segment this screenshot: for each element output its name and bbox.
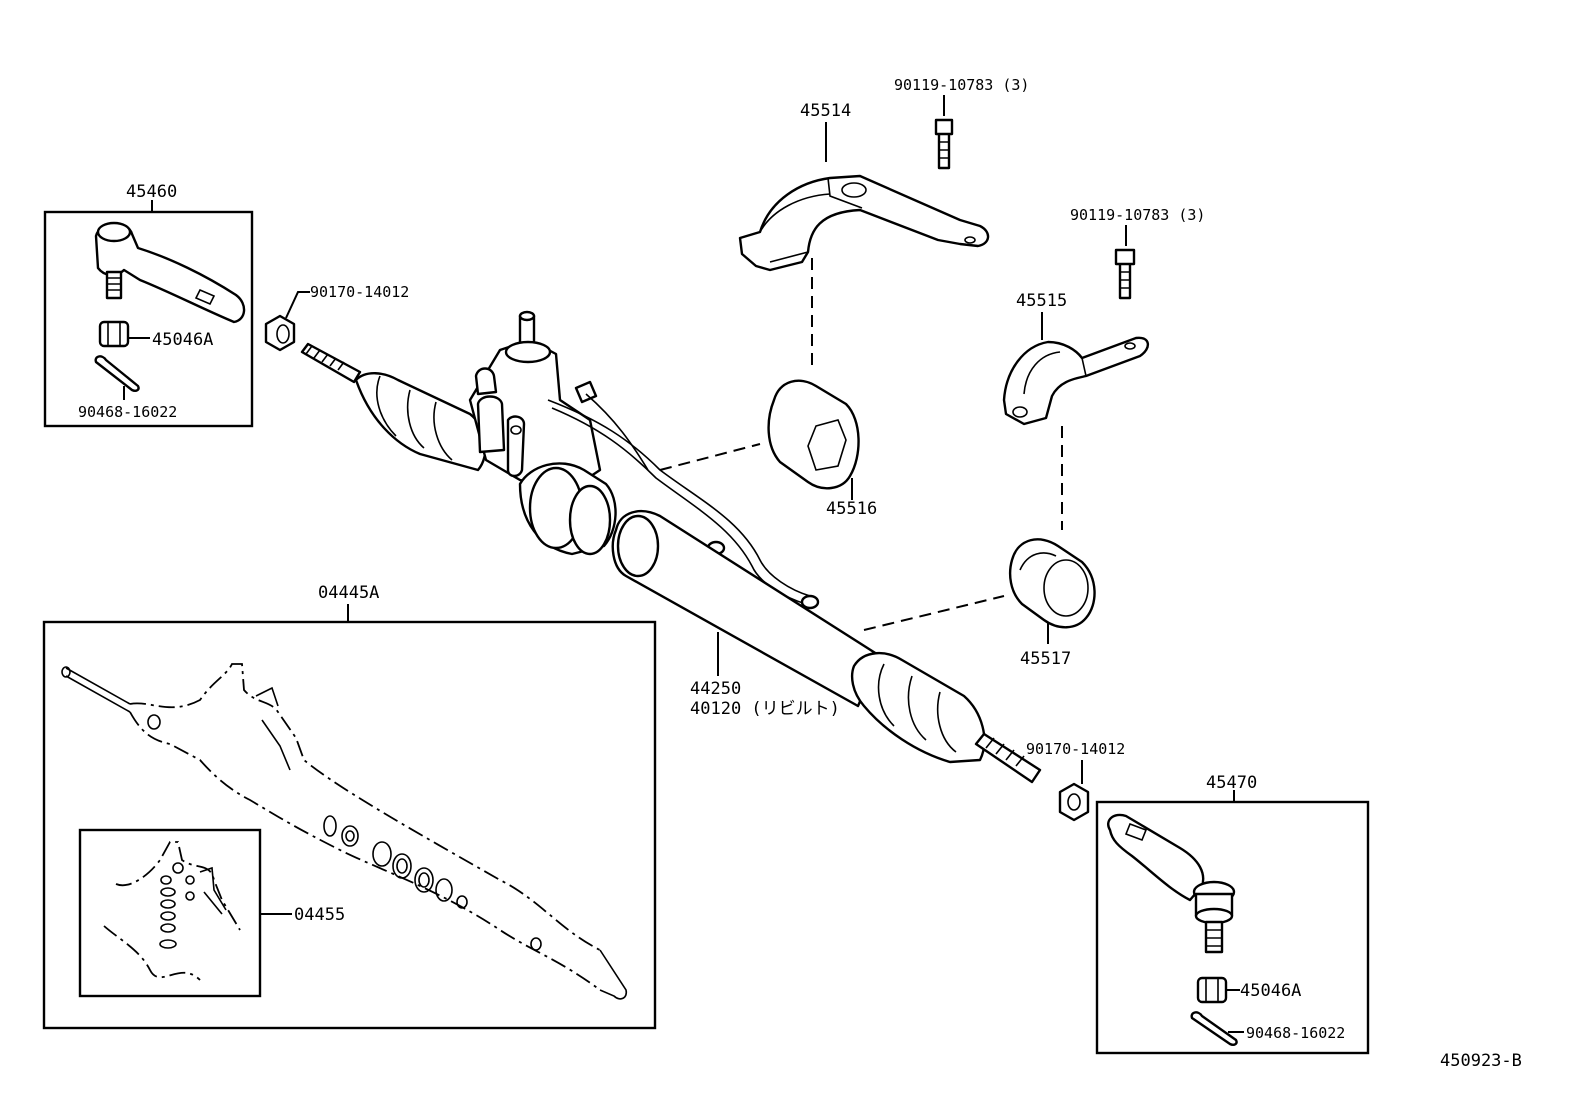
- label-90170-right: 90170-14012: [1026, 740, 1125, 758]
- label-90170-left: 90170-14012: [310, 283, 409, 301]
- label-45517: 45517: [1020, 649, 1071, 669]
- bracket-upper: [738, 174, 990, 272]
- bolt-right: [1114, 248, 1136, 300]
- nut-left-group: 90170-14012: [264, 283, 409, 352]
- steering-gear-assembly: 44250 40120 (リビルト): [300, 310, 1042, 784]
- boot-left: [354, 372, 487, 472]
- label-90119-right: 90119-10783 (3): [1070, 206, 1205, 224]
- cotter-pin-left: [94, 355, 140, 392]
- cotter-pin-right: [1190, 1011, 1238, 1046]
- bracket-right-group: 90119-10783 (3) 45515: [1002, 206, 1205, 530]
- label-90468-left: 90468-16022: [78, 403, 177, 421]
- label-90119-upper: 90119-10783 (3): [894, 76, 1029, 94]
- label-45516: 45516: [826, 499, 877, 519]
- label-45515: 45515: [1016, 291, 1067, 311]
- label-45046A-left: 45046A: [152, 330, 213, 350]
- label-45046A-right: 45046A: [1240, 981, 1301, 1001]
- bracket-upper-group: 45514 90119-10783 (3): [738, 76, 1029, 366]
- bolt-upper: [934, 118, 954, 170]
- diagram-ref-code: 450923-B: [1440, 1051, 1522, 1071]
- label-04445A: 04445A: [318, 583, 379, 603]
- label-45460: 45460: [126, 182, 177, 202]
- label-44250: 44250: [690, 679, 741, 699]
- lock-nut-left: [98, 320, 130, 348]
- nut-right-group: 90170-14012: [1026, 740, 1125, 822]
- label-40120: 40120 (リビルト): [690, 699, 840, 719]
- label-04455: 04455: [294, 905, 345, 925]
- tie-rod-end-right-group: 45470 45046A 90468-16022: [1095, 773, 1370, 1055]
- gasket-kit-inner-box: [78, 828, 262, 998]
- gasket-kit-group: 04445A 04455: [42, 583, 657, 1030]
- tie-rod-end-right: [1107, 813, 1205, 902]
- tie-rod-end-left-box: [43, 210, 254, 428]
- tie-rod-end-left-group: 45460 45046A 90468-16022: [43, 182, 254, 428]
- grommet-45517: [1008, 538, 1096, 629]
- gasket-kit-box: [42, 620, 657, 1030]
- lock-nut-right: [1196, 976, 1228, 1004]
- tie-rod-end-left: [94, 222, 246, 324]
- boot-right: [850, 652, 986, 764]
- label-45514: 45514: [800, 101, 851, 121]
- tie-rod-end-right-box: [1095, 800, 1370, 1055]
- grommet-45516: [767, 379, 860, 490]
- label-90468-right: 90468-16022: [1246, 1024, 1345, 1042]
- nut-left: [264, 314, 296, 352]
- grommet-45517-group: 45517: [863, 538, 1096, 669]
- bracket-right: [1002, 336, 1149, 426]
- label-45470: 45470: [1206, 773, 1257, 793]
- nut-right: [1058, 782, 1090, 822]
- grommet-45516-group: 45516: [659, 379, 877, 519]
